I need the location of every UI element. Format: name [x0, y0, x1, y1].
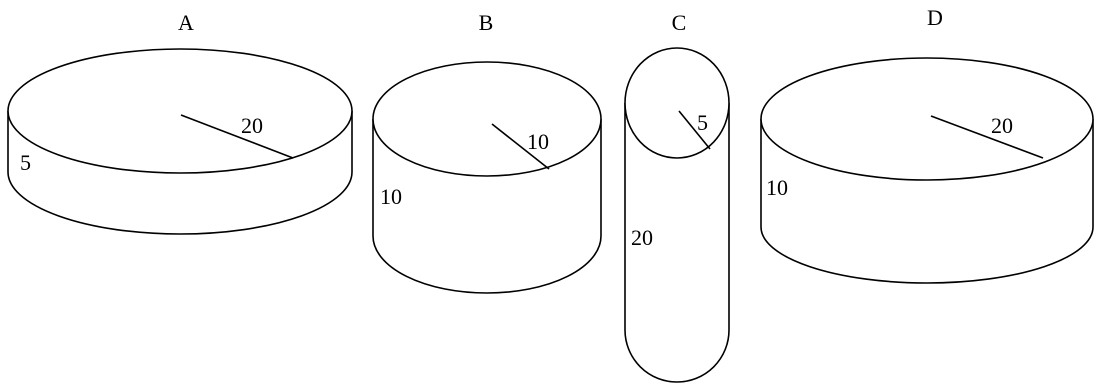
cylinder-c-radius-label: 5: [697, 110, 708, 135]
cylinder-b: B 10 10: [372, 10, 602, 294]
cylinder-d-top: [760, 57, 1094, 181]
cylinder-c-radius-line: [678, 110, 711, 150]
cylinder-a-top: [7, 48, 353, 174]
cylinder-c-body: [624, 103, 730, 383]
cylinder-a: A 20 5: [7, 10, 353, 235]
cylinder-b-top: [372, 61, 602, 177]
cylinder-a-height-label: 5: [20, 150, 31, 175]
cylinder-d-height-label: 10: [766, 175, 788, 200]
cylinder-a-letter: A: [178, 10, 194, 35]
cylinder-d-radius-line: [930, 115, 1044, 159]
cylinder-a-radius-line: [180, 114, 294, 159]
cylinder-d: D 20 10: [760, 5, 1094, 284]
cylinder-d-letter: D: [927, 5, 943, 30]
cylinder-c-letter: C: [672, 10, 687, 35]
cylinder-b-body: [372, 119, 602, 294]
cylinder-b-radius-label: 10: [527, 129, 549, 154]
cylinder-b-radius-line: [491, 123, 550, 170]
cylinder-b-height-label: 10: [380, 184, 402, 209]
cylinder-c-height-label: 20: [631, 225, 653, 250]
cylinder-a-radius-label: 20: [241, 113, 263, 138]
cylinder-a-body: [7, 111, 353, 235]
cylinder-b-letter: B: [479, 10, 494, 35]
cylinder-d-radius-label: 20: [991, 113, 1013, 138]
cylinder-c: C 5 20: [624, 10, 730, 383]
cylinder-d-body: [760, 119, 1094, 284]
cylinder-c-top: [624, 47, 730, 159]
